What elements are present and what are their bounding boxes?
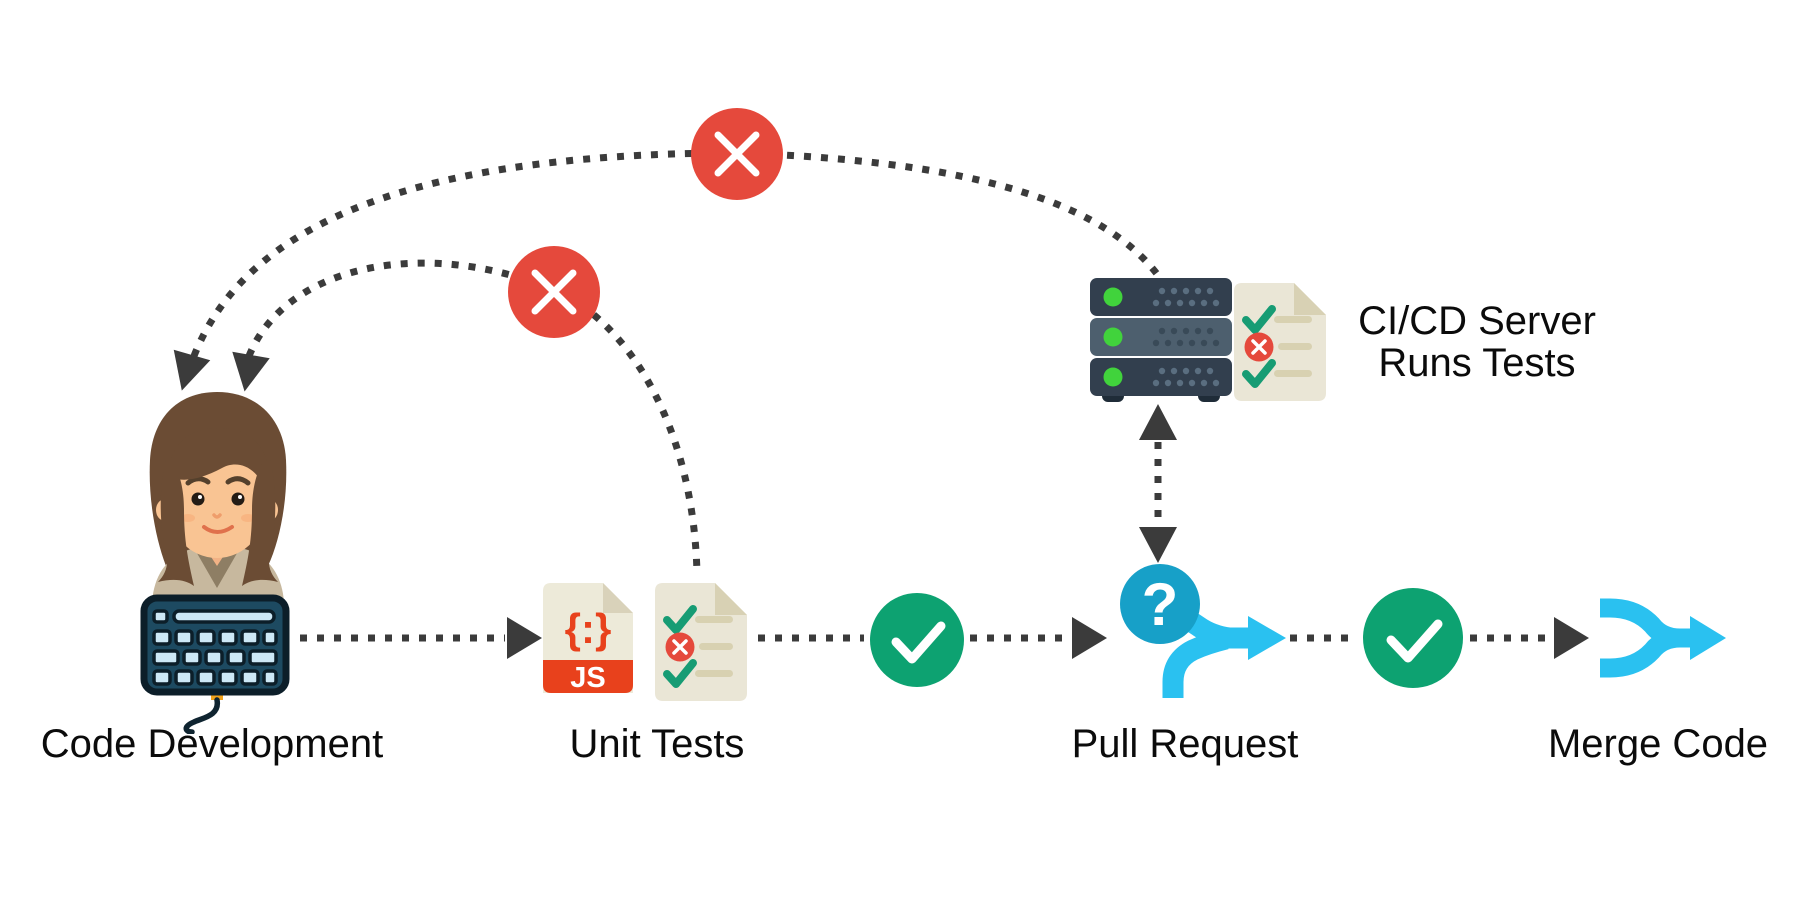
fail-curve-unittests-to-dev (245, 259, 701, 575)
arrowhead-up-to-server (1139, 404, 1177, 440)
merge-code-icon (1600, 598, 1726, 678)
label-merge-code: Merge Code (1547, 722, 1769, 766)
server-unit-middle (1090, 318, 1232, 356)
arrowhead-fail-to-dev-2 (232, 351, 270, 392)
x-mark-icon (1251, 339, 1267, 355)
mouth-smile (202, 525, 234, 534)
label-unit-tests: Unit Tests (569, 722, 745, 766)
server-vent-dots (1152, 287, 1220, 387)
blush-left (181, 514, 195, 522)
fail-badge-top (691, 108, 783, 200)
doc-lines (695, 616, 733, 677)
eye-right (231, 492, 245, 506)
check-mark-icon (1242, 305, 1276, 334)
doc-checks (663, 605, 697, 688)
keyboard-cable (183, 697, 220, 734)
keyboard-keys (152, 609, 278, 686)
server-rack-icon (1090, 278, 1232, 402)
json-braces-symbol: {:} (565, 605, 612, 652)
check-mark-icon (1386, 619, 1443, 663)
pr-merge-arrowhead (1248, 616, 1286, 660)
doc-lines (1274, 316, 1312, 377)
label-cicd-server-line2: Runs Tests (1378, 341, 1576, 385)
keyboard-icon (140, 594, 290, 734)
server-vent-dots-mid (1152, 327, 1220, 347)
fail-badge-mid (508, 246, 600, 338)
check-mark-icon (1242, 359, 1276, 388)
label-pull-request: Pull Request (1071, 722, 1299, 766)
label-cicd-server-line1: CI/CD Server (1358, 299, 1596, 343)
hair-side-left (158, 460, 194, 586)
server-leds (1103, 287, 1123, 387)
arrowhead-fail-to-dev-1 (173, 349, 211, 391)
js-badge-band (543, 660, 633, 693)
arrowhead-to-pullrequest-icon (1072, 617, 1107, 659)
test-results-doc-icon (655, 583, 747, 701)
check-mark-icon (663, 605, 697, 634)
fail-curve-server-to-dev (190, 149, 1163, 358)
nose (212, 513, 222, 519)
x-mark-icon (672, 639, 688, 655)
check-mark-icon (891, 621, 946, 664)
x-mark-icon (531, 269, 577, 315)
eye-glint (198, 495, 202, 499)
merge-arrowhead (1690, 616, 1726, 660)
js-file-icon: {:} JS (543, 583, 633, 693)
server-unit-top (1090, 278, 1232, 316)
pass-badge-1 (870, 593, 964, 687)
server-unit-bottom (1090, 358, 1232, 396)
pass-circle-icon (1363, 588, 1463, 688)
label-code-development: Code Development (40, 722, 384, 766)
eyebrow-right (225, 476, 251, 486)
developer-avatar (149, 392, 287, 602)
eyebrow-left (185, 476, 211, 486)
x-mark-icon (714, 131, 760, 177)
question-mark: ? (1142, 571, 1179, 638)
server-test-report-icon (1234, 283, 1326, 401)
eye-left (191, 492, 205, 506)
arrowhead-to-merge-icon (1554, 617, 1589, 659)
merge-branches (1600, 598, 1696, 678)
hair-bangs (168, 428, 271, 496)
doc-checks (1242, 305, 1276, 388)
doc-fold (715, 583, 747, 615)
arrowhead-to-unittests-icon (507, 617, 542, 659)
blush-right (241, 514, 255, 522)
js-badge-label: JS (570, 662, 605, 693)
dashed-connectors (190, 149, 1548, 642)
js-file-fold (603, 583, 633, 613)
eye-glint (238, 495, 242, 499)
arrowheads (173, 349, 1589, 659)
pull-request-icon: ? (1120, 564, 1286, 698)
pass-circle-icon (870, 593, 964, 687)
arrowhead-down-to-pullrequest (1139, 527, 1177, 563)
question-circle-icon (1120, 564, 1200, 644)
pass-badge-2 (1363, 588, 1463, 688)
label-cicd-server: CI/CD Server Runs Tests (1327, 300, 1627, 384)
hair-side-right (242, 460, 278, 586)
doc-fold (1294, 283, 1326, 315)
check-mark-icon (663, 659, 697, 688)
